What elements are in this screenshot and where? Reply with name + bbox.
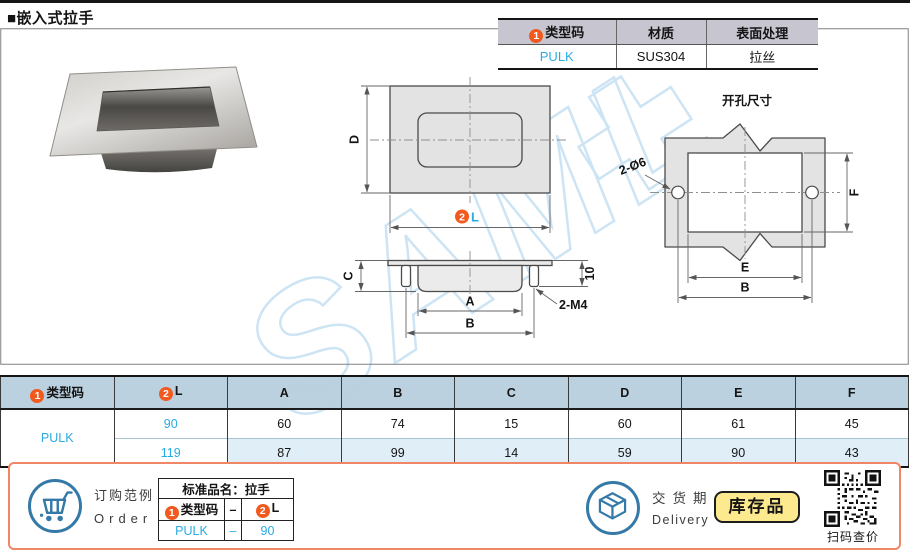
delivery-circle [586,481,640,535]
cell-a: 60 [227,409,342,439]
cell-d: 60 [567,409,682,439]
standard-name: 标准品名：拉手 [158,478,294,499]
cell-f: 45 [794,409,909,439]
delivery-en: Delivery [652,513,710,527]
badge-1-icon: 1 [164,506,179,520]
cart-icon [39,491,73,522]
dim-label-a: A [465,295,474,309]
dim-label-d: D [348,135,362,144]
front-view-drawing: D 2 L [348,77,568,233]
cutout-title: 开孔尺寸 [722,93,773,108]
order-dash: – [224,498,242,521]
spec-value-type: PULK [498,44,616,70]
order-example-label: 订购范例 Order [94,485,154,526]
order-value-l: 90 [241,520,294,541]
dim-label-l: L [471,210,479,225]
order-example-cn: 订购范例 [94,488,155,503]
col-header-d: D [567,376,682,410]
order-value-type: PULK [158,520,225,541]
spec-header-material: 材质 [615,18,706,45]
dim-label-c: C [342,271,356,280]
cell-type-code: PULK [0,409,115,467]
badge-1-icon: 1 [529,28,544,43]
order-example-circle [28,479,82,533]
col-header-a: A [227,376,342,410]
delivery-label: 交货期 Delivery [652,487,714,527]
spec-value-material: SUS304 [615,44,706,70]
badge-1-icon: 1 [30,389,45,403]
package-icon [598,492,627,520]
col-header-c: C [454,376,569,410]
delivery-cn: 交货期 [652,491,714,506]
cell-e: 61 [681,409,796,439]
spec-header-finish: 表面处理 [705,18,818,45]
dim-label-b: B [465,317,474,331]
badge-2-icon: 2 [255,504,270,518]
top-rule [0,0,910,3]
col-header-b: B [340,376,455,410]
badge-2-icon: 2 [158,387,173,401]
qr-code [824,470,881,527]
cell-b: 74 [340,409,455,439]
hole-spec-label: 2-Ø6 [617,155,648,178]
product-photo [49,66,258,173]
dim-label-b2: B [740,281,749,295]
col-header-e: E [681,376,796,410]
dim-label-e: E [741,261,749,275]
qr-caption: 扫码查价 [826,530,879,544]
badge-2-icon [455,209,469,224]
page-title: ■嵌入式拉手 [7,10,95,27]
table-row: PULK 90 60 74 15 60 61 45 [0,409,909,467]
side-view-drawing: C 10 A B 2-M4 [342,251,597,338]
spec-value-finish: 拉丝 [705,44,818,70]
order-value-dash: – [224,520,242,541]
dim-label-10: 10 [583,267,597,281]
col-header-f: F [794,376,909,410]
thread-label: 2-M4 [559,298,588,312]
drawing-panel: D 2 L C 10 A B 2-M4 开孔尺寸 2-Ø6 [0,28,909,365]
panel-border [0,28,909,365]
cell-c: 15 [454,409,569,439]
cutout-view-drawing: 开孔尺寸 2-Ø6 F E B [617,93,862,303]
badge-2-number: 2 [459,212,465,224]
order-example-en: Order [94,511,153,526]
cell-l: 90 [113,409,228,439]
stock-badge: 库存品 [714,491,800,523]
dim-label-f: F [848,188,862,196]
